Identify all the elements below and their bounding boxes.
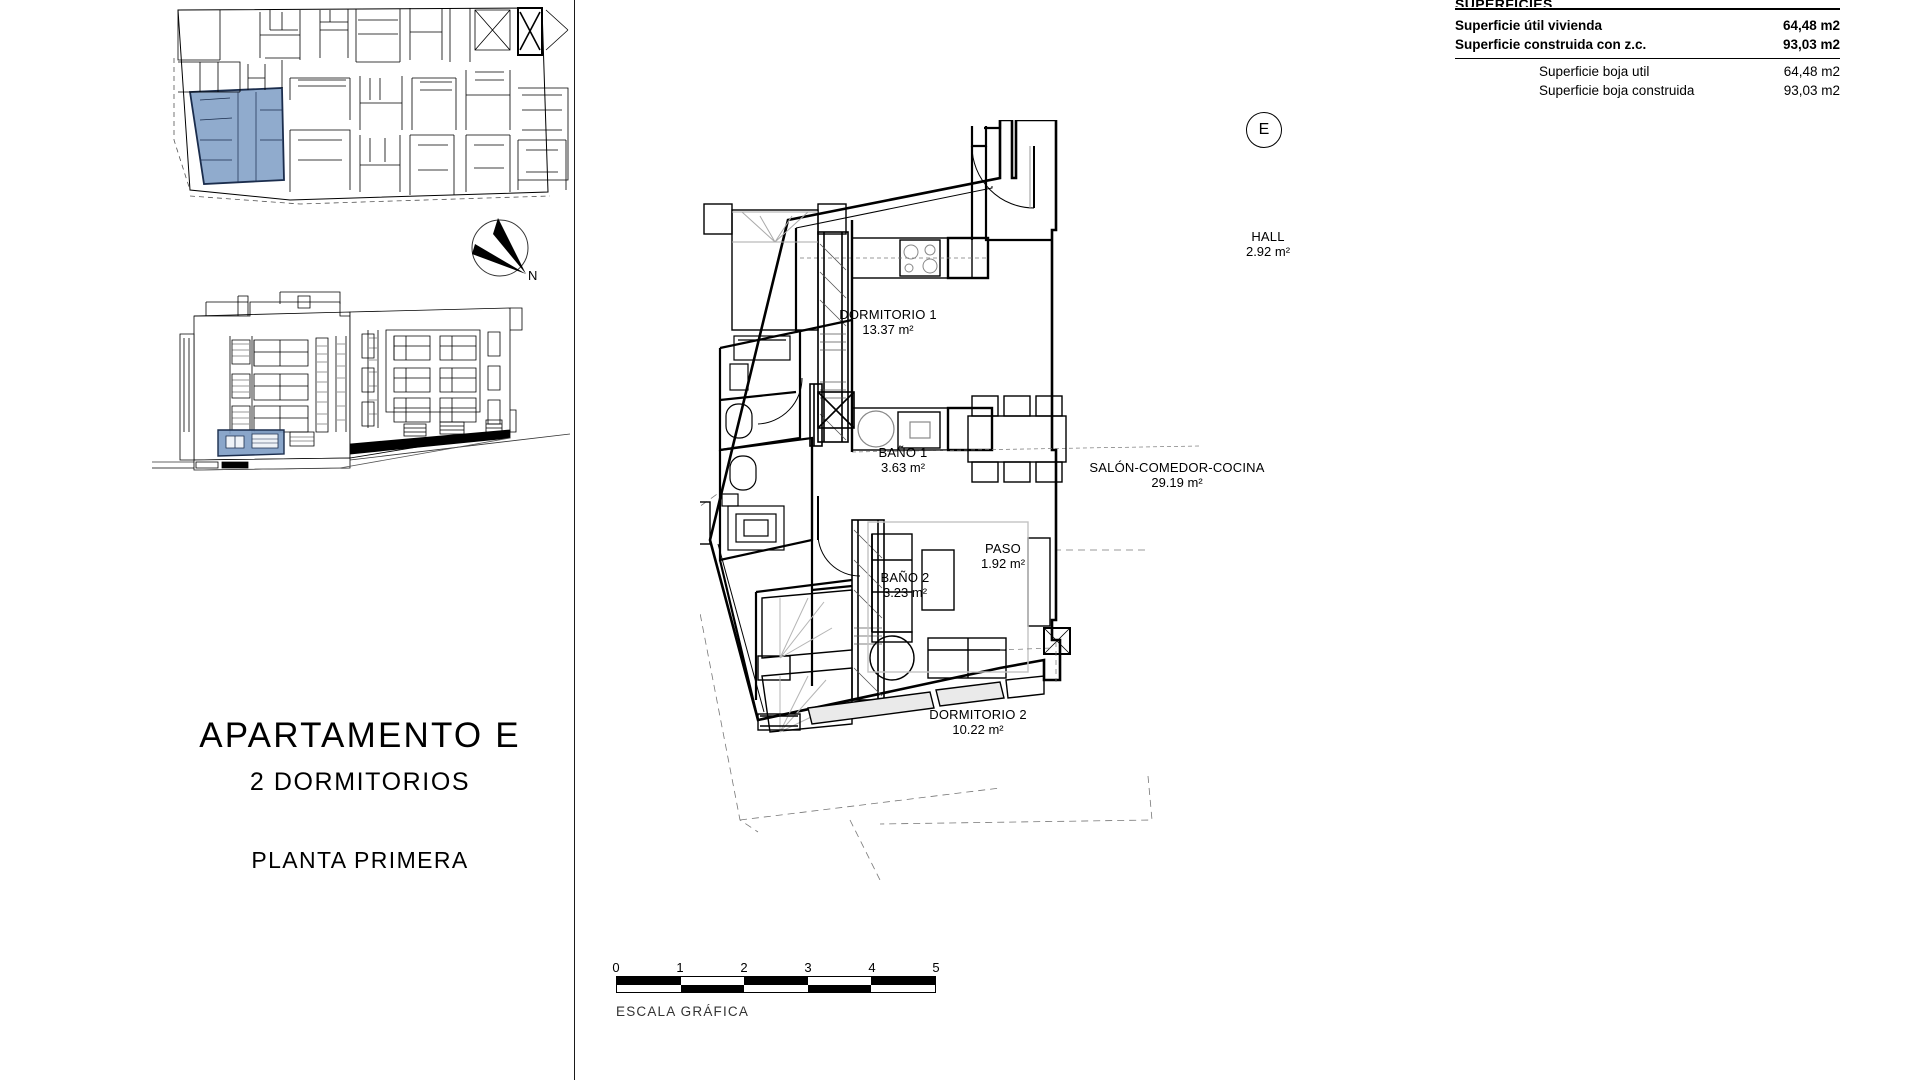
room-label-bano-1: BAÑO 1 3.63 m² xyxy=(879,445,928,475)
room-area: 3.23 m² xyxy=(882,585,928,600)
unit-marker-label: E xyxy=(1258,121,1270,138)
north-arrow-icon xyxy=(462,212,552,302)
building-elevation xyxy=(150,282,571,482)
scale-caption: ESCALA GRÁFICA xyxy=(616,1004,750,1019)
room-label-dormitorio-2: DORMITORIO 2 10.22 m² xyxy=(929,707,1027,737)
apartment-floor-plan xyxy=(681,118,1340,881)
room-area: 13.37 m² xyxy=(862,322,914,337)
table-row: Superficie útil vivienda 64,48 m2 xyxy=(1455,16,1840,35)
panel-divider-left xyxy=(574,0,575,1080)
table-rule-top xyxy=(1455,8,1840,10)
north-label: N xyxy=(528,268,538,283)
page-title: APARTAMENTO E xyxy=(199,716,521,755)
table-row: Superficie construida con z.c. 93,03 m2 xyxy=(1455,35,1840,54)
room-name: DORMITORIO 1 xyxy=(839,307,937,322)
room-label-dormitorio-1: DORMITORIO 1 13.37 m² xyxy=(839,307,937,337)
room-name: SALÓN-COMEDOR-COCINA xyxy=(1089,460,1265,475)
surfaces-table-header: SUPERFICIES xyxy=(1455,0,1840,7)
scale-tick: 5 xyxy=(932,960,940,975)
row-label: Superficie boja util xyxy=(1539,64,1650,79)
scale-tick: 2 xyxy=(740,960,748,975)
room-area: 3.63 m² xyxy=(880,460,926,475)
floor-label: PLANTA PRIMERA xyxy=(251,847,469,873)
scale-tick: 0 xyxy=(612,960,620,975)
scale-segment xyxy=(807,977,872,992)
row-label: Superficie boja construida xyxy=(1539,83,1695,98)
row-value: 93,03 m2 xyxy=(1782,37,1840,52)
room-name: HALL xyxy=(1251,229,1285,244)
row-value: 64,48 m2 xyxy=(1782,18,1840,33)
table-row: Superficie boja construida 93,03 m2 xyxy=(1455,81,1840,100)
scale-segment xyxy=(871,977,935,992)
scale-tick-labels: 0 1 2 3 4 5 xyxy=(612,960,940,976)
room-label-bano-2: BAÑO 2 3.23 m² xyxy=(881,570,930,600)
scale-bar-blocks xyxy=(616,976,936,993)
room-name: PASO xyxy=(985,541,1021,556)
scale-tick: 1 xyxy=(676,960,684,975)
key-plan xyxy=(170,0,570,210)
room-name: DORMITORIO 2 xyxy=(929,707,1027,722)
table-rule-mid xyxy=(1455,58,1840,59)
room-name: BAÑO 1 xyxy=(878,445,928,460)
room-name: BAÑO 2 xyxy=(880,570,930,585)
unit-marker-badge: E xyxy=(1246,112,1282,148)
row-label: Superficie construida con z.c. xyxy=(1455,37,1647,52)
scale-tick: 3 xyxy=(804,960,812,975)
row-value: 93,03 m2 xyxy=(1783,83,1840,98)
row-value: 64,48 m2 xyxy=(1783,64,1840,79)
room-area: 29.19 m² xyxy=(1151,475,1203,490)
bedroom-count-label: 2 DORMITORIOS xyxy=(249,768,471,796)
scale-segment xyxy=(744,977,808,992)
scale-tick: 4 xyxy=(868,960,876,975)
room-area: 1.92 m² xyxy=(980,556,1026,571)
row-label: Superficie útil vivienda xyxy=(1455,18,1603,33)
surfaces-table: SUPERFICIES Superficie útil vivienda 64,… xyxy=(1455,0,1840,100)
room-label-salon-comedor-cocina: SALÓN-COMEDOR-COCINA 29.19 m² xyxy=(1089,460,1264,490)
table-row: Superficie boja util 64,48 m2 xyxy=(1455,62,1840,81)
room-label-hall: HALL 2.92 m² xyxy=(1246,229,1290,259)
room-area: 10.22 m² xyxy=(952,722,1004,737)
graphic-scale-bar: 0 1 2 3 4 5 ESCALA GRÁFICA xyxy=(612,960,940,1019)
scale-segment xyxy=(617,977,681,992)
room-area: 2.92 m² xyxy=(1245,244,1291,259)
title-block: APARTAMENTO E 2 DORMITORIOS PLANTA PRIME… xyxy=(140,716,580,874)
scale-segment xyxy=(680,977,745,992)
room-label-paso: PASO 1.92 m² xyxy=(981,541,1025,571)
